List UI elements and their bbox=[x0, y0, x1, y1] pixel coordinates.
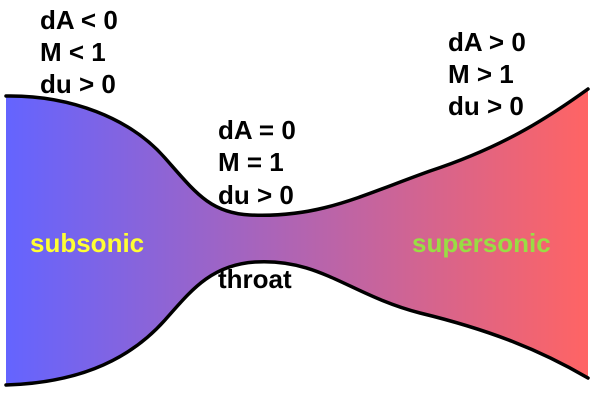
lower-wall-outline bbox=[4, 259, 590, 387]
throat-area-condition: dA = 0 bbox=[218, 115, 296, 145]
throat-label: throat bbox=[218, 264, 292, 294]
converging-velocity-condition: du > 0 bbox=[40, 69, 116, 99]
throat-velocity-condition: du > 0 bbox=[218, 180, 294, 210]
diverging-velocity-condition: du > 0 bbox=[448, 91, 524, 121]
subsonic-label: subsonic bbox=[30, 228, 144, 258]
converging-area-condition: dA < 0 bbox=[40, 5, 118, 35]
throat-mach-condition: M = 1 bbox=[218, 147, 284, 177]
converging-mach-condition: M < 1 bbox=[40, 37, 106, 67]
diverging-area-condition: dA > 0 bbox=[448, 27, 526, 57]
nozzle-body bbox=[6, 89, 588, 385]
diverging-mach-condition: M > 1 bbox=[448, 59, 514, 89]
supersonic-label: supersonic bbox=[412, 228, 551, 258]
upper-wall-outline bbox=[4, 87, 590, 218]
